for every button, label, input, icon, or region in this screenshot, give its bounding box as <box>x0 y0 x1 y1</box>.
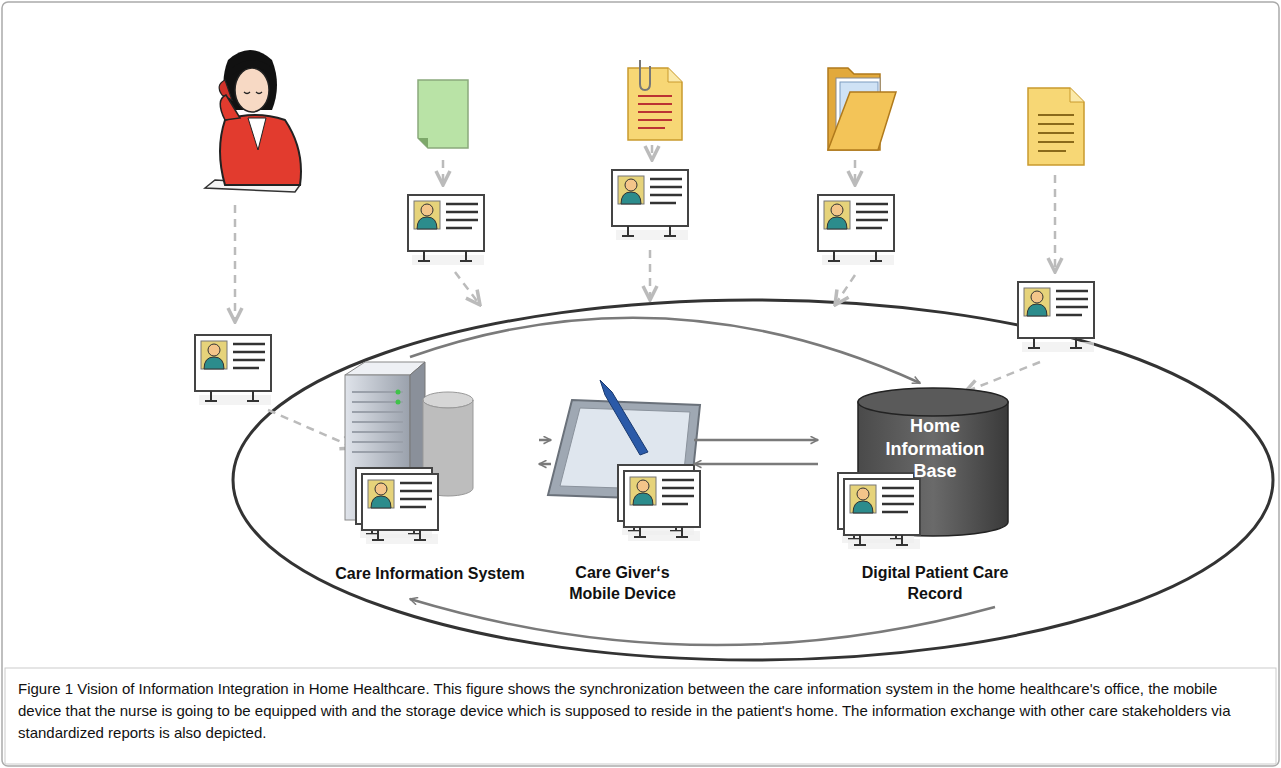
system-node: Care Giver‘s Mobile Device <box>553 375 692 605</box>
document-icon <box>418 80 468 148</box>
sync-connector <box>694 440 818 464</box>
sync-connector <box>539 440 551 464</box>
woman-on-phone-icon <box>205 50 301 192</box>
record-card <box>408 195 484 265</box>
record-card <box>612 170 688 240</box>
record-card <box>624 471 700 541</box>
node-label: Care Information System <box>325 564 535 585</box>
node-inner-label: Home Information Base <box>870 415 1000 483</box>
node-label: Care Giver‘s Mobile Device <box>555 563 690 605</box>
record-card <box>1018 282 1094 352</box>
integration-ellipse <box>233 300 1273 660</box>
node-label: Digital Patient Care Record <box>860 563 1010 605</box>
record-card <box>362 474 438 544</box>
record-card <box>844 479 920 549</box>
caption-frame <box>5 668 1276 764</box>
system-node: Care Information System <box>323 355 537 585</box>
sync-connector <box>410 318 920 383</box>
sync-connector <box>410 599 995 645</box>
record-card <box>195 335 271 405</box>
document-icon <box>1028 88 1084 165</box>
figure-caption: Figure 1 Vision of Information Integrati… <box>18 678 1263 743</box>
clipped-document-icon <box>628 60 682 140</box>
folder-icon <box>828 68 896 150</box>
document-fold <box>418 138 428 148</box>
system-node: Home Information BaseDigital Patient Car… <box>820 375 1050 605</box>
record-card <box>818 195 894 265</box>
